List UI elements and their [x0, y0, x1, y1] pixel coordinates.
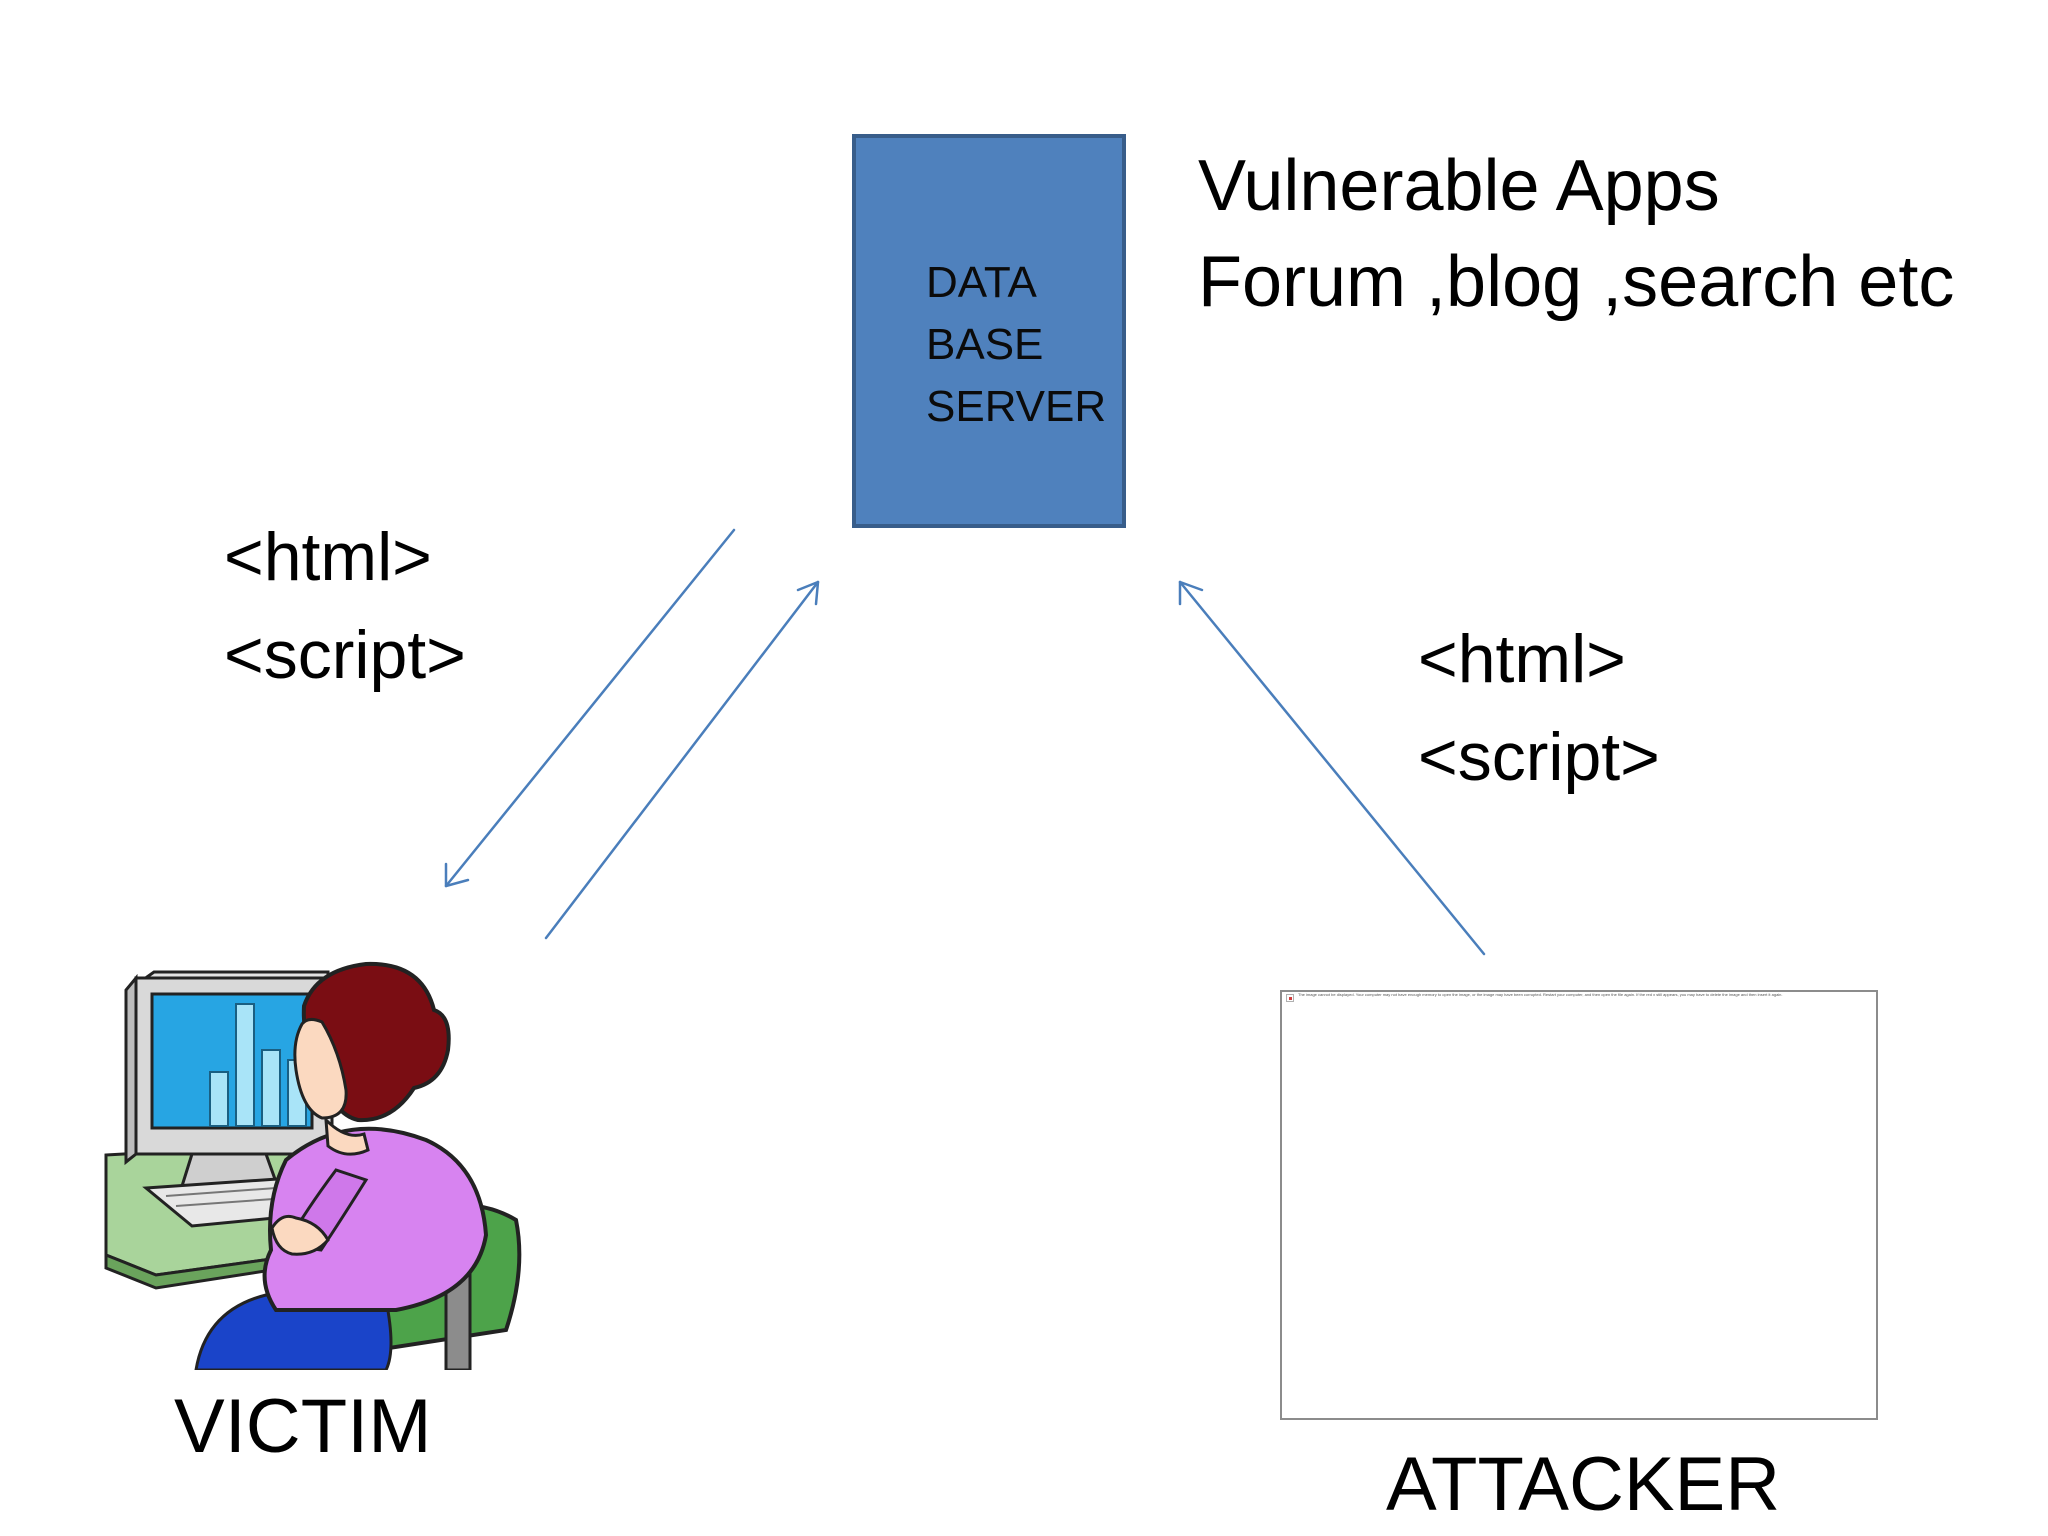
broken-image-icon — [1286, 994, 1294, 1002]
vulnerable-apps-note: Vulnerable Apps Forum ,blog ,search etc — [1198, 138, 1954, 330]
woman-at-computer-icon — [104, 961, 522, 1370]
arrow-server-to-victim — [444, 528, 736, 888]
database-server-box — [852, 134, 1126, 528]
vulnerable-apps-examples: Forum ,blog ,search etc — [1198, 242, 1955, 322]
victim-side-script-tag: <script> — [224, 617, 466, 693]
server-label-line-1: DATA — [926, 258, 1037, 307]
server-label-line-2: BASE — [926, 320, 1044, 369]
database-server-label: DATA BASE SERVER — [926, 252, 1116, 438]
victim-side-code-label: <html> <script> — [224, 508, 466, 704]
attacker-label: ATTACKER — [1386, 1442, 1781, 1527]
broken-image-message: The image cannot be displayed. Your comp… — [1298, 992, 1783, 997]
arrow-attacker-to-server — [1178, 580, 1486, 956]
vulnerable-apps-title: Vulnerable Apps — [1198, 146, 1720, 226]
attacker-image-placeholder: The image cannot be displayed. Your comp… — [1280, 990, 1878, 1420]
attacker-side-html-tag: <html> — [1418, 621, 1626, 697]
server-label-line-3: SERVER — [926, 382, 1107, 431]
attacker-side-script-tag: <script> — [1418, 719, 1660, 795]
attacker-side-code-label: <html> <script> — [1418, 610, 1660, 806]
arrow-victim-to-server — [544, 580, 820, 940]
victim-side-html-tag: <html> — [224, 519, 432, 595]
victim-label: VICTIM — [174, 1384, 432, 1469]
